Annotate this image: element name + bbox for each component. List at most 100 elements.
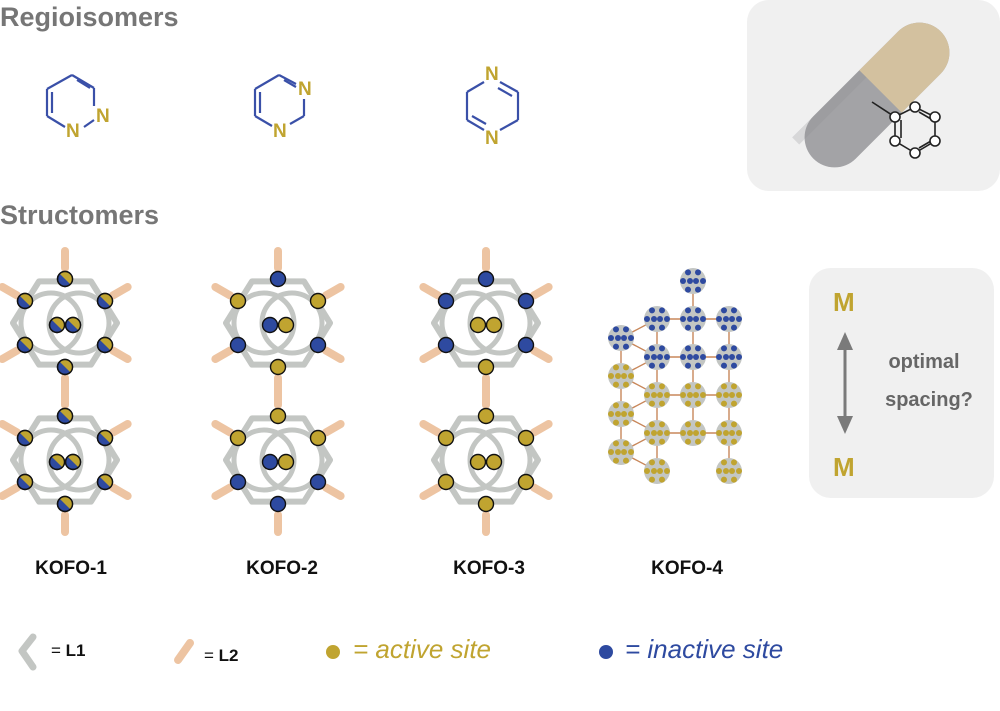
l2-linker — [211, 346, 235, 363]
inactive-site-legend: = inactive site — [625, 634, 784, 664]
metal-site — [477, 270, 495, 288]
framework-unit-3-b — [419, 384, 553, 536]
metal-site — [485, 316, 503, 334]
lattice-node-active — [680, 420, 706, 446]
metal-site — [229, 292, 247, 310]
spacing-panel — [809, 268, 994, 498]
metal-site — [269, 358, 287, 376]
metal-site — [16, 429, 34, 447]
l2-linker — [321, 346, 345, 363]
lattice-node-active — [608, 401, 634, 427]
lattice-node-active — [644, 420, 670, 446]
l1-arc — [467, 290, 533, 356]
l2-linker — [0, 420, 22, 437]
kofo2-label: KOFO-2 — [246, 558, 318, 579]
metal-site — [229, 336, 247, 354]
l2-linker — [108, 420, 132, 437]
lattice-node-active — [608, 363, 634, 389]
l2-linker — [321, 283, 345, 300]
l2-linker — [108, 483, 132, 500]
metal-site — [469, 316, 487, 334]
metal-site — [437, 292, 455, 310]
metal-site — [269, 407, 287, 425]
active-site-legend: = active site — [353, 634, 492, 664]
lattice-node-inactive — [716, 344, 742, 370]
l2-eq: = — [204, 646, 219, 665]
pyrimidine-n1-label: N — [298, 79, 312, 100]
kofo4-label: KOFO-4 — [651, 558, 723, 579]
metal-site — [437, 429, 455, 447]
metal-site — [64, 316, 82, 334]
metal-site — [277, 316, 295, 334]
metal-site — [517, 336, 535, 354]
metal-site — [517, 473, 535, 491]
lattice-node-active — [716, 420, 742, 446]
metal-site — [477, 407, 495, 425]
l1-arc — [18, 290, 84, 356]
pyrazine-n1-label: N — [485, 64, 499, 85]
metal-site — [16, 336, 34, 354]
metal-bottom-label: M — [833, 452, 855, 482]
l1-arc — [46, 290, 112, 356]
metal-site — [485, 453, 503, 471]
l1-name: L1 — [65, 641, 86, 660]
lattice-node-inactive — [644, 306, 670, 332]
l2-linker — [0, 483, 22, 500]
l1-arc — [467, 427, 533, 493]
l2-linker — [211, 420, 235, 437]
metal-site — [96, 292, 114, 310]
kofo1-label: KOFO-1 — [35, 558, 107, 579]
l2-linker — [529, 346, 553, 363]
l2-linker — [529, 420, 553, 437]
pyridazine-n2-label: N — [66, 121, 80, 142]
lattice-node-active — [644, 458, 670, 484]
l2-linker — [211, 483, 235, 500]
metal-top-label: M — [833, 287, 855, 317]
l1-eq: = — [51, 641, 66, 660]
metal-site — [477, 358, 495, 376]
l2-linker — [108, 346, 132, 363]
metal-site — [261, 316, 279, 334]
spacing-line1: optimal — [888, 351, 959, 373]
metal-site — [16, 292, 34, 310]
lattice-node-active — [608, 439, 634, 465]
l2-linker — [419, 283, 443, 300]
l2-linker — [0, 283, 22, 300]
pyridazine-molecule — [45, 74, 96, 128]
framework-unit-2-b — [211, 384, 345, 536]
lattice-node-inactive — [608, 325, 634, 351]
structomers-heading: Structomers — [0, 200, 160, 230]
l1-arc — [231, 290, 297, 356]
l1-arc — [259, 290, 325, 356]
metal-site — [309, 336, 327, 354]
metal-site — [309, 429, 327, 447]
regioisomers-heading: Regioisomers — [0, 2, 179, 32]
metal-site — [48, 453, 66, 471]
l2-linker — [529, 283, 553, 300]
metal-site — [269, 495, 287, 513]
framework-unit-2-a — [211, 247, 345, 399]
l2-linker — [419, 483, 443, 500]
l1-frame — [431, 415, 541, 505]
l2-linker — [419, 420, 443, 437]
l1-arc — [231, 427, 297, 493]
metal-site — [277, 453, 295, 471]
l2-linker — [211, 283, 235, 300]
metal-site — [56, 495, 74, 513]
metal-site — [56, 407, 74, 425]
lattice-node-active — [716, 458, 742, 484]
metal-site — [469, 453, 487, 471]
lattice-node-active — [716, 382, 742, 408]
pyrazine-molecule — [465, 81, 520, 131]
lattice-node-inactive — [716, 306, 742, 332]
metal-site — [517, 429, 535, 447]
l1-arc — [439, 427, 505, 493]
metal-site — [269, 270, 287, 288]
benzene-ring-icon — [889, 101, 941, 159]
metal-site — [477, 495, 495, 513]
lattice-node-active — [644, 382, 670, 408]
l1-frame — [223, 278, 333, 368]
l2-name: L2 — [218, 646, 239, 665]
